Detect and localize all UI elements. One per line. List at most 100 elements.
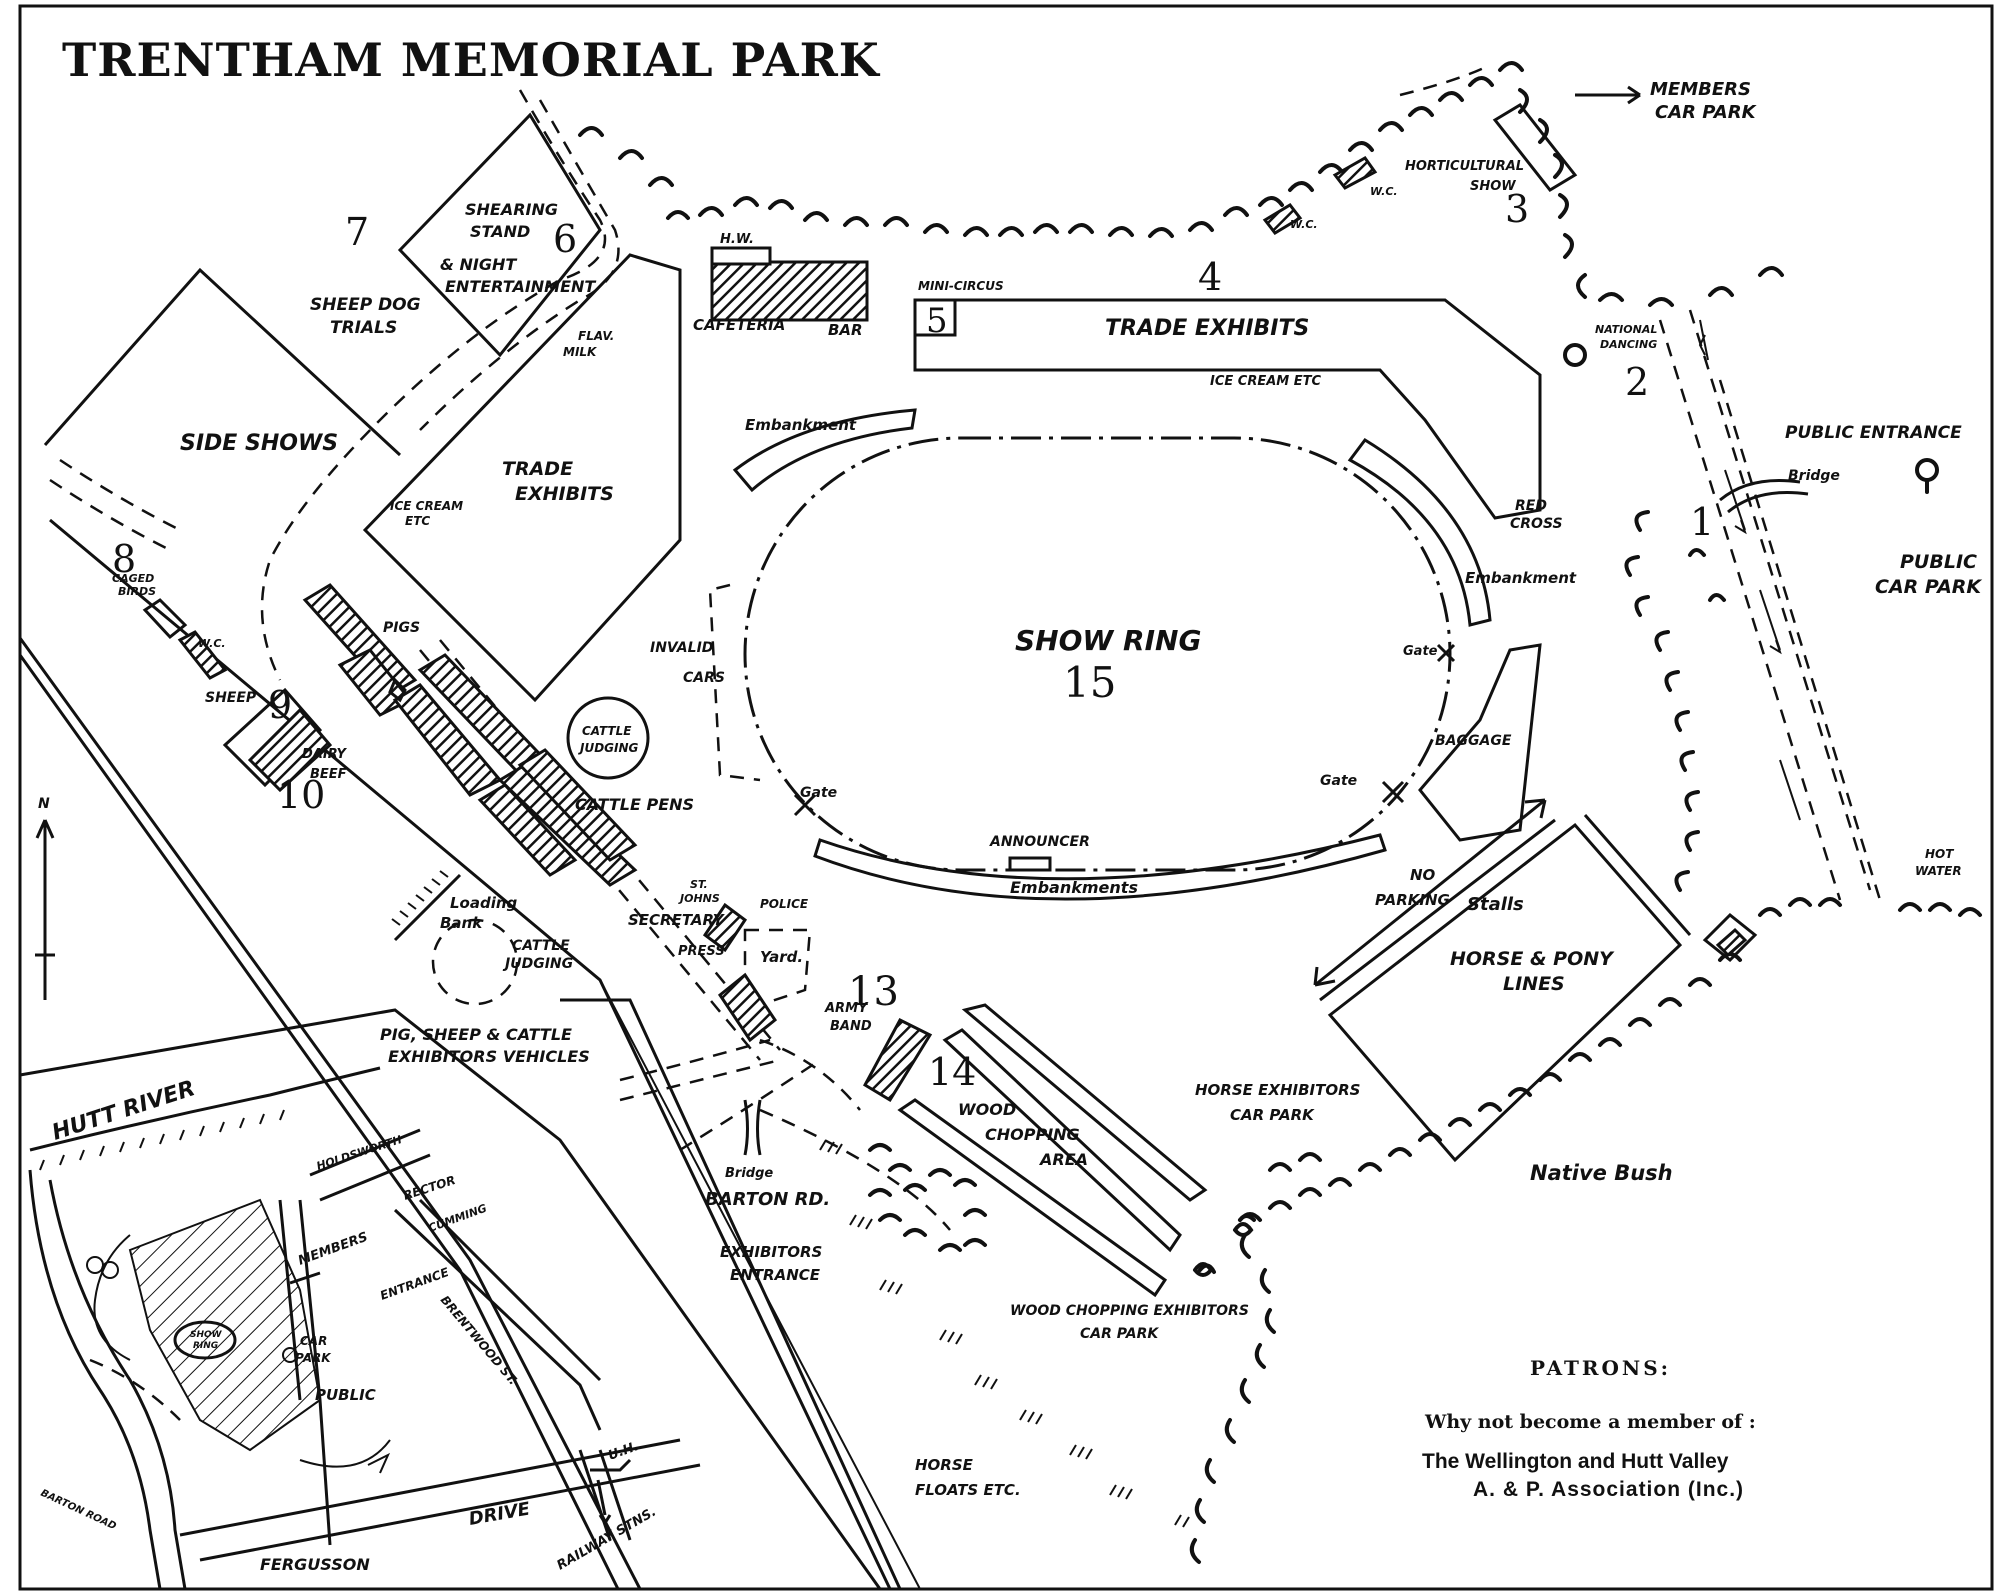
horticultural-building[interactable] [1492, 103, 1578, 192]
wood-chopping-area[interactable] [897, 1003, 1208, 1298]
label-bridge-right: Bridge [1788, 468, 1840, 484]
label-show-ring-1: SHOW [190, 1330, 223, 1340]
label-side-shows: SIDE SHOWS [180, 431, 338, 456]
hot-water-hut[interactable] [1702, 912, 1758, 963]
label-gate-bottom: Gate [1320, 773, 1357, 789]
label-cattle-pens: CATTLE PENS [575, 795, 694, 814]
label-bar: BAR [828, 321, 863, 339]
number-3: 3 [1505, 187, 1529, 231]
label-ice-cream-top: ICE CREAM ETC [1210, 374, 1321, 389]
label-wood-chopping-1: WOOD [958, 1100, 1016, 1119]
army-band-stand[interactable] [863, 1018, 933, 1103]
patrons-line2: The Wellington and Hutt Valley [1422, 1450, 1729, 1473]
area-shearing-stand[interactable] [397, 112, 602, 358]
tree-line-bush [1238, 897, 1982, 1222]
label-night-2: ENTERTAINMENT [445, 277, 596, 296]
cattle-judging-lower[interactable] [431, 918, 519, 1006]
bridge-bottom [743, 1099, 762, 1156]
label-north: N [38, 796, 50, 812]
number-14: 14 [928, 1050, 976, 1094]
yard-area[interactable] [743, 928, 812, 1007]
label-trade-exhibits-top: TRADE EXHIBITS [1105, 316, 1309, 341]
area-trade-exhibits-top[interactable] [913, 298, 1542, 520]
hw-building [710, 246, 772, 266]
number-8: 8 [112, 537, 136, 581]
number-6: 6 [553, 217, 577, 261]
label-gate-right: Gate [1403, 644, 1438, 659]
label-army-band-2: BAND [830, 1019, 872, 1034]
tree-cluster-wood [868, 1143, 987, 1252]
area-trade-exhibits-left[interactable] [362, 253, 682, 703]
north-arrow [35, 819, 55, 1000]
label-embankments-bottom: Embankments [1010, 878, 1138, 897]
label-barton-rd: BARTON RD. [705, 1189, 830, 1210]
number-10: 10 [277, 773, 325, 817]
tree-line-top [578, 61, 1524, 238]
tree-horse-exhibitors [1193, 1222, 1254, 1277]
label-wc-3: W.C. [198, 637, 226, 650]
horse-pony-lines[interactable] [1319, 814, 1692, 1163]
patrons-line3: A. & P. Association (Inc.) [1473, 1478, 1744, 1501]
label-cafeteria: CAFETERIA [693, 316, 785, 334]
area-sheep-dog-trials[interactable] [43, 267, 402, 457]
label-flav-milk-1: FLAV. [578, 329, 614, 343]
label-trade-exhibits-left-1: TRADE [502, 458, 573, 480]
label-cumming: CUMMING [427, 1202, 489, 1235]
label-horse-exhibitors-1: HORSE EXHIBITORS [1195, 1081, 1360, 1099]
map-labels: 1 2 3 4 5 6 7 8 9 10 13 14 15 MEMBERS CA… [38, 79, 1982, 1499]
label-entrance: ENTRANCE [378, 1265, 451, 1303]
label-wood-chopping-2: CHOPPING [985, 1125, 1080, 1144]
label-flav-milk-2: MILK [563, 345, 598, 359]
label-police: POLICE [760, 897, 809, 911]
label-holdsworth: HOLDSWORTH [315, 1133, 403, 1173]
label-caged-birds-1: CAGED [112, 572, 154, 585]
label-trade-exhibits-left-2: EXHIBITS [515, 483, 614, 505]
patrons-block: PATRONS: Why not become a member of : Th… [1422, 1356, 1756, 1501]
label-no-parking-2: PARKING [1375, 891, 1450, 909]
label-invalid-cars-2: CARS [683, 670, 725, 686]
label-press: PRESS [678, 944, 725, 959]
livestock-pens[interactable] [302, 583, 638, 887]
public-entrance-road [1658, 309, 1882, 901]
show-ring[interactable] [708, 408, 1542, 901]
label-hw: H.W. [720, 232, 754, 247]
cafeteria-building[interactable] [710, 260, 869, 322]
label-loading-bank-1: Loading [450, 894, 518, 912]
secretary-box[interactable] [717, 972, 778, 1043]
members-car-park-arrow [1575, 85, 1641, 105]
caged-birds-box[interactable] [142, 598, 188, 640]
label-cattle-judging-circle-1: CATTLE [582, 724, 632, 738]
label-uh: U.H. [606, 1439, 641, 1464]
label-exhibitors-vehicles-1: PIG, SHEEP & CATTLE [380, 1025, 572, 1044]
label-wood-chopping-car-1: WOOD CHOPPING EXHIBITORS [1010, 1303, 1249, 1319]
label-sheep: SHEEP [205, 690, 257, 706]
label-embankment-right: Embankment [1465, 569, 1577, 587]
number-13: 13 [848, 969, 899, 1015]
label-st-johns-2: JOHNS [678, 892, 720, 905]
label-ice-cream-left-1: ICE CREAM [390, 499, 463, 513]
label-public-car-park-2: CAR PARK [1875, 576, 1982, 598]
label-cattle-judging-lower-1: CATTLE [512, 938, 570, 954]
label-wood-chopping-3: AREA [1038, 1150, 1088, 1169]
label-shearing-1: SHEARING [465, 200, 558, 219]
dairy-beef-box[interactable] [247, 707, 333, 793]
label-car-park-1: CAR [300, 1334, 327, 1348]
label-hot-water-1: HOT [1925, 847, 1954, 861]
tree-public-entrance [1915, 458, 1939, 494]
label-night-1: & NIGHT [440, 255, 517, 274]
patrons-line1: Why not become a member of : [1424, 1411, 1756, 1433]
label-announcer: ANNOUNCER [989, 834, 1090, 850]
walking-paths [49, 63, 1491, 1231]
label-yard: Yard. [760, 948, 803, 966]
exhibitors-vehicles-area[interactable] [560, 998, 902, 1590]
label-wc-1: W.C. [1290, 218, 1318, 231]
label-wc-2: W.C. [1370, 185, 1398, 198]
label-dairy-beef-2: BEEF [310, 767, 347, 782]
press-box[interactable] [702, 902, 748, 953]
mini-circus-box[interactable] [913, 298, 957, 337]
cattle-judging-ring[interactable] [566, 696, 650, 780]
sheep-box[interactable] [222, 687, 323, 788]
label-drive: DRIVE [467, 1498, 532, 1530]
label-horse-pony-2: LINES [1503, 973, 1565, 995]
wc-top-1 [1262, 203, 1303, 235]
